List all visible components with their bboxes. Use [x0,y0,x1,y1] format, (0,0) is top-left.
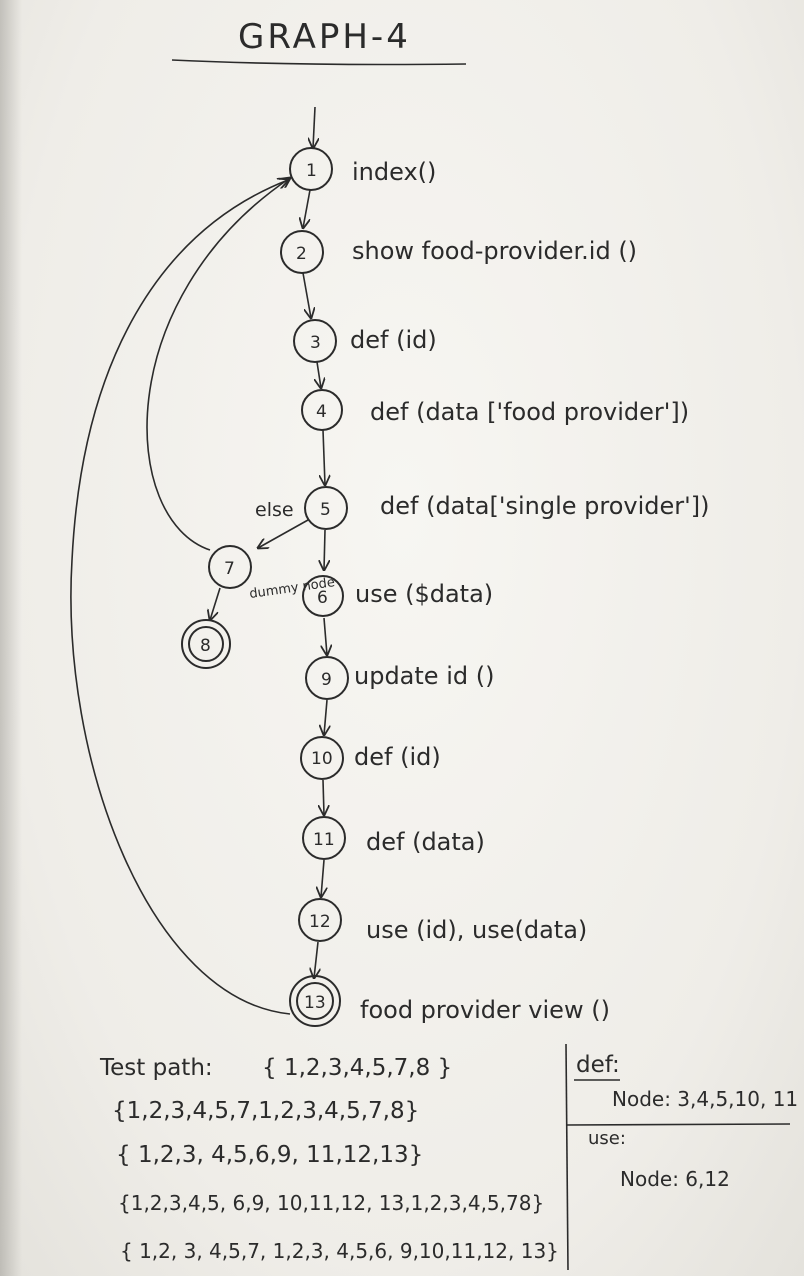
else-edge-label: else [255,499,294,521]
svg-text:10: 10 [311,749,333,769]
edge-2-3 [302,272,311,318]
test-path-5: { 1,2, 3, 4,5,7, 1,2,3, 4,5,6, 9,10,11,1… [120,1239,559,1263]
edge-9-10 [324,699,327,735]
entry-arrow [313,106,315,148]
node-6-label: use ($data) [355,580,493,608]
node-4-label: def (data ['food provider']) [370,398,689,426]
edge-4-5 [323,429,325,485]
node-10: 10 def (id) [300,736,441,780]
svg-text:7: 7 [224,559,235,579]
edge-10-11 [323,779,324,815]
test-path-heading: Test path: [99,1055,213,1081]
node-6: 6 use ($data) [302,575,493,617]
svg-text:5: 5 [320,500,331,520]
svg-text:2: 2 [296,244,307,264]
svg-text:11: 11 [313,830,335,850]
test-path-1: { 1,2,3,4,5,7,8 } [262,1055,452,1081]
node-2: 2 show food-provider.id () [280,230,637,274]
edge-7-1 [146,178,290,551]
node-1: 1 index() [289,147,436,191]
def-use-separator [565,1123,791,1126]
node-7: 7 [208,545,252,589]
node-8: 8 [181,619,231,669]
edge-11-12 [321,859,324,897]
test-path-4: {1,2,3,4,5, 6,9, 10,11,12, 13,1,2,3,4,5,… [118,1191,544,1215]
node-12-label: use (id), use(data) [366,916,587,944]
test-path-3: { 1,2,3, 4,5,6,9, 11,12,13} [116,1142,423,1168]
node-9-label: update id () [354,662,494,690]
svg-text:8: 8 [200,636,211,656]
edge-6-9 [324,617,327,655]
node-11: 11 def (data) [302,816,485,860]
node-9: 9 update id () [305,656,494,700]
node-11-label: def (data) [366,828,485,856]
svg-text:4: 4 [316,402,327,422]
def-heading: def: [576,1052,620,1078]
svg-text:13: 13 [304,993,326,1013]
test-path-2: {1,2,3,4,5,7,1,2,3,4,5,7,8} [112,1098,419,1124]
edge-1-2 [303,189,311,228]
node-13-label: food provider view () [360,996,610,1024]
node-5-label: def (data['single provider']) [380,492,709,520]
node-10-label: def (id) [354,743,441,771]
svg-text:9: 9 [321,670,332,690]
edge-5-6 [324,529,325,570]
edge-13-1 [70,180,290,1015]
edge-5-7 [258,519,309,548]
def-use-divider [565,1043,569,1271]
node-13: 13 food provider view () [289,975,610,1027]
svg-text:6: 6 [317,588,328,608]
node-12: 12 use (id), use(data) [298,898,587,944]
edge-3-4 [317,361,321,388]
page-title: GRAPH-4 [238,17,411,57]
node-2-label: show food-provider.id () [352,237,637,265]
page-edge-shadow [0,0,22,1276]
def-nodes: Node: 3,4,5,10, 11 [612,1087,798,1111]
svg-text:12: 12 [309,912,331,932]
use-nodes: Node: 6,12 [620,1167,730,1191]
node-4: 4 def (data ['food provider']) [301,389,689,431]
node-5: 5 def (data['single provider']) [304,486,709,530]
use-heading: use: [588,1128,626,1149]
svg-text:3: 3 [310,333,321,353]
svg-text:1: 1 [306,161,317,181]
title-underline [171,59,467,66]
edge-12-13 [314,941,318,978]
edge-7-8 [210,587,221,620]
node-1-label: index() [352,158,436,186]
node-3: 3 def (id) [293,319,437,363]
node-3-label: def (id) [350,326,437,354]
